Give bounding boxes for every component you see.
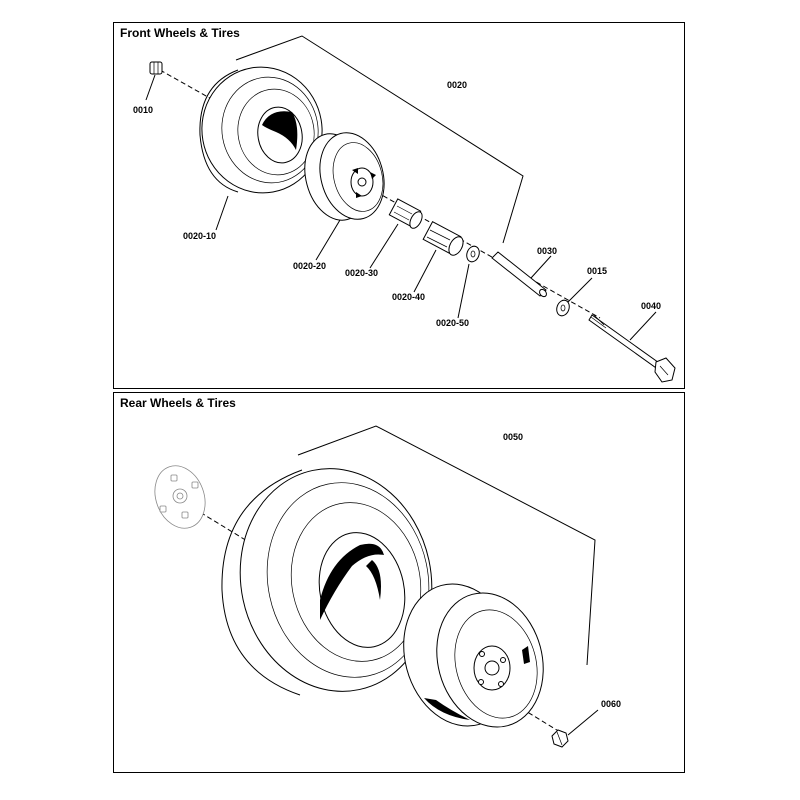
rear-wheels-panel: Rear Wheels & Tires [113, 392, 685, 773]
label-0030: 0030 [537, 246, 557, 256]
part-0020-30-bearing [388, 198, 423, 229]
label-0050: 0050 [503, 432, 523, 442]
front-panel-title: Front Wheels & Tires [120, 26, 240, 40]
label-0060: 0060 [601, 699, 621, 709]
bracket-0020 [235, 35, 524, 244]
part-rear-rim [403, 583, 544, 728]
leader-0030 [530, 255, 552, 279]
part-0020-10-front-tire [199, 66, 323, 194]
part-0020-40-bearing [422, 220, 464, 256]
label-0020-20: 0020-20 [293, 261, 326, 271]
label-0020-30: 0020-30 [345, 268, 378, 278]
part-0020-50-washer [466, 245, 480, 263]
label-0040: 0040 [641, 301, 661, 311]
leader-0010 [145, 74, 156, 101]
label-0010: 0010 [133, 105, 153, 115]
rear-hub-reference [154, 465, 206, 529]
part-0015-washer [556, 299, 570, 317]
leader-0020-40 [413, 249, 437, 293]
leader-0020-30 [369, 223, 399, 269]
leader-0060 [567, 709, 599, 736]
leader-0020-50 [457, 263, 470, 319]
rear-panel-title: Rear Wheels & Tires [120, 396, 236, 410]
label-0020-50: 0020-50 [436, 318, 469, 328]
label-0020-40: 0020-40 [392, 292, 425, 302]
leader-0040 [629, 311, 657, 341]
label-0015: 0015 [587, 266, 607, 276]
part-0020-20-front-rim [304, 132, 385, 221]
label-0020-10: 0020-10 [183, 231, 216, 241]
part-0030-spacer-tube [491, 251, 547, 298]
bracket-0050 [297, 425, 596, 666]
part-0060-lug-nut [551, 729, 569, 748]
label-0020: 0020 [447, 80, 467, 90]
part-0010-lug-nut [149, 61, 163, 75]
part-0040-bolt [588, 314, 676, 383]
leader-0020-20 [315, 219, 341, 261]
part-0050-rear-tire [221, 468, 433, 696]
leader-0020-10 [215, 195, 229, 231]
leader-0015 [567, 277, 593, 303]
